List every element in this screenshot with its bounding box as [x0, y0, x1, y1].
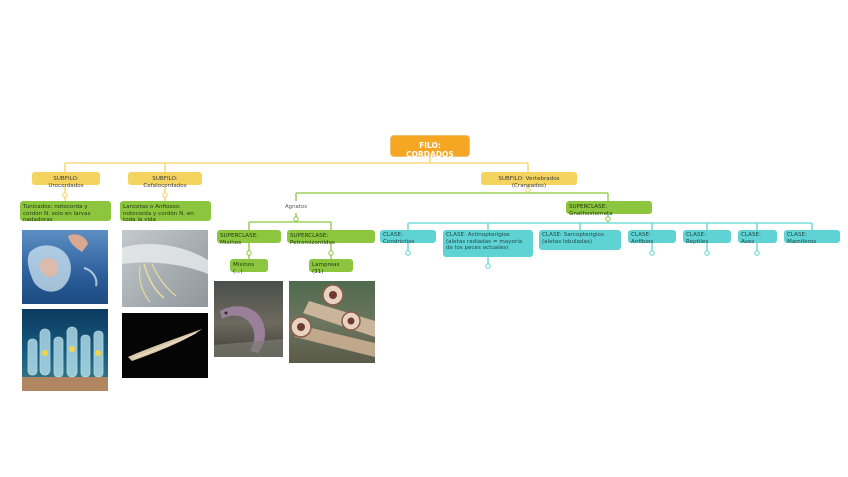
lamprey-mouths-photo — [289, 281, 375, 363]
hagfish-photo — [214, 281, 283, 357]
subphylum-vertebrata[interactable]: SUBFILO: Vertebrados (Craneados) — [481, 172, 577, 189]
superclass-gnathostomata[interactable]: SUPERCLASE: Gnathostomata — [566, 201, 652, 217]
class-mammalia[interactable]: CLASE: Mamíferos — [784, 230, 840, 245]
superclass-myxini[interactable]: SUPERCLASE: Mixinos — [217, 230, 281, 246]
class-chondrichthyes[interactable]: CLASE: Condrictios — [380, 230, 436, 245]
class-actinopterygii[interactable]: CLASE: Actinopterigios (aletas radiadas … — [443, 230, 533, 257]
lancelet-dark-photo — [122, 313, 208, 378]
connector-dots — [62, 187, 760, 269]
urochordata-description[interactable]: Tunicados: notocorda y cordón N. solo en… — [20, 201, 111, 223]
cephalochordata-description[interactable]: Lancetas o Anfioxos: notocorda y cordón … — [120, 201, 211, 223]
class-amphibia[interactable]: CLASE: Anfibios — [628, 230, 676, 245]
class-sarcopterygii[interactable]: CLASE: Sarcopterigios (aletas lobuladas) — [539, 230, 621, 250]
example-hagfish[interactable]: Mixinos (...) — [230, 259, 268, 275]
superclass-petromyzontida[interactable]: SUPERCLASE: Petromizontidos — [287, 230, 375, 246]
example-lamprey[interactable]: Lampreas (31) — [309, 259, 353, 275]
agnatos-label[interactable]: Agnatos — [284, 204, 308, 210]
root-node[interactable]: FILO: CORDADOS — [391, 136, 469, 159]
class-aves[interactable]: CLASE: Aves — [738, 230, 777, 245]
sea-squirt-photo — [22, 230, 108, 304]
subphylum-cephalochordata[interactable]: SUBFILO: Cefalocordados — [128, 172, 202, 189]
subphylum-urochordata[interactable]: SUBFILO: Urocordados — [32, 172, 100, 189]
lancelet-closeup-photo — [122, 230, 208, 307]
tunicate-colony-photo — [22, 309, 108, 391]
class-reptilia[interactable]: CLASE: Reptiles — [683, 230, 731, 245]
